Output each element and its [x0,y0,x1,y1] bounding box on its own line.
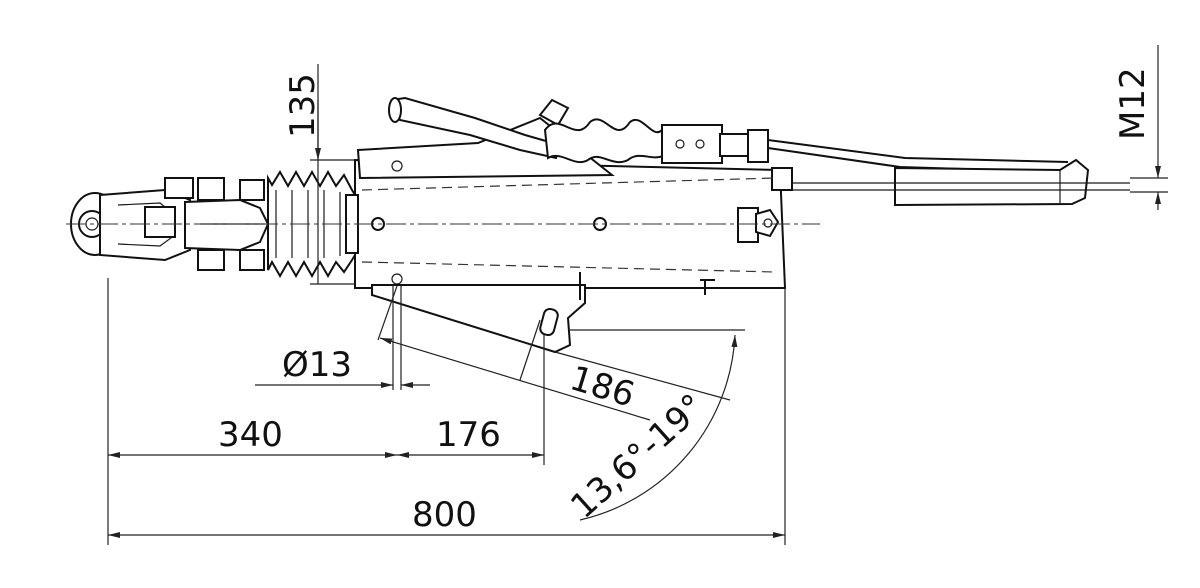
dim-176-label: 176 [436,415,501,455]
dim-hole-label: Ø13 [282,345,352,385]
handbrake-lever [388,96,769,164]
dim-angle-label: 13,6°-19° [563,386,713,526]
dim-800-label: 800 [412,495,477,535]
hitch-head [70,177,270,271]
dim-135-label: 135 [283,73,323,138]
dimension-horizontal: 340 176 800 [107,278,786,545]
dimension-angle: 13,6°-19° [563,329,745,527]
bellows [267,169,359,279]
dim-186-label: 186 [565,358,639,415]
dimension-135: 135 [283,64,355,285]
dimension-hole: Ø13 [255,285,430,390]
mounting-plate [371,272,715,354]
dim-340-label: 340 [218,415,283,455]
dim-m12-label: M12 [1113,67,1153,140]
brake-rod [767,139,1130,207]
dimension-m12: M12 [1113,45,1168,210]
